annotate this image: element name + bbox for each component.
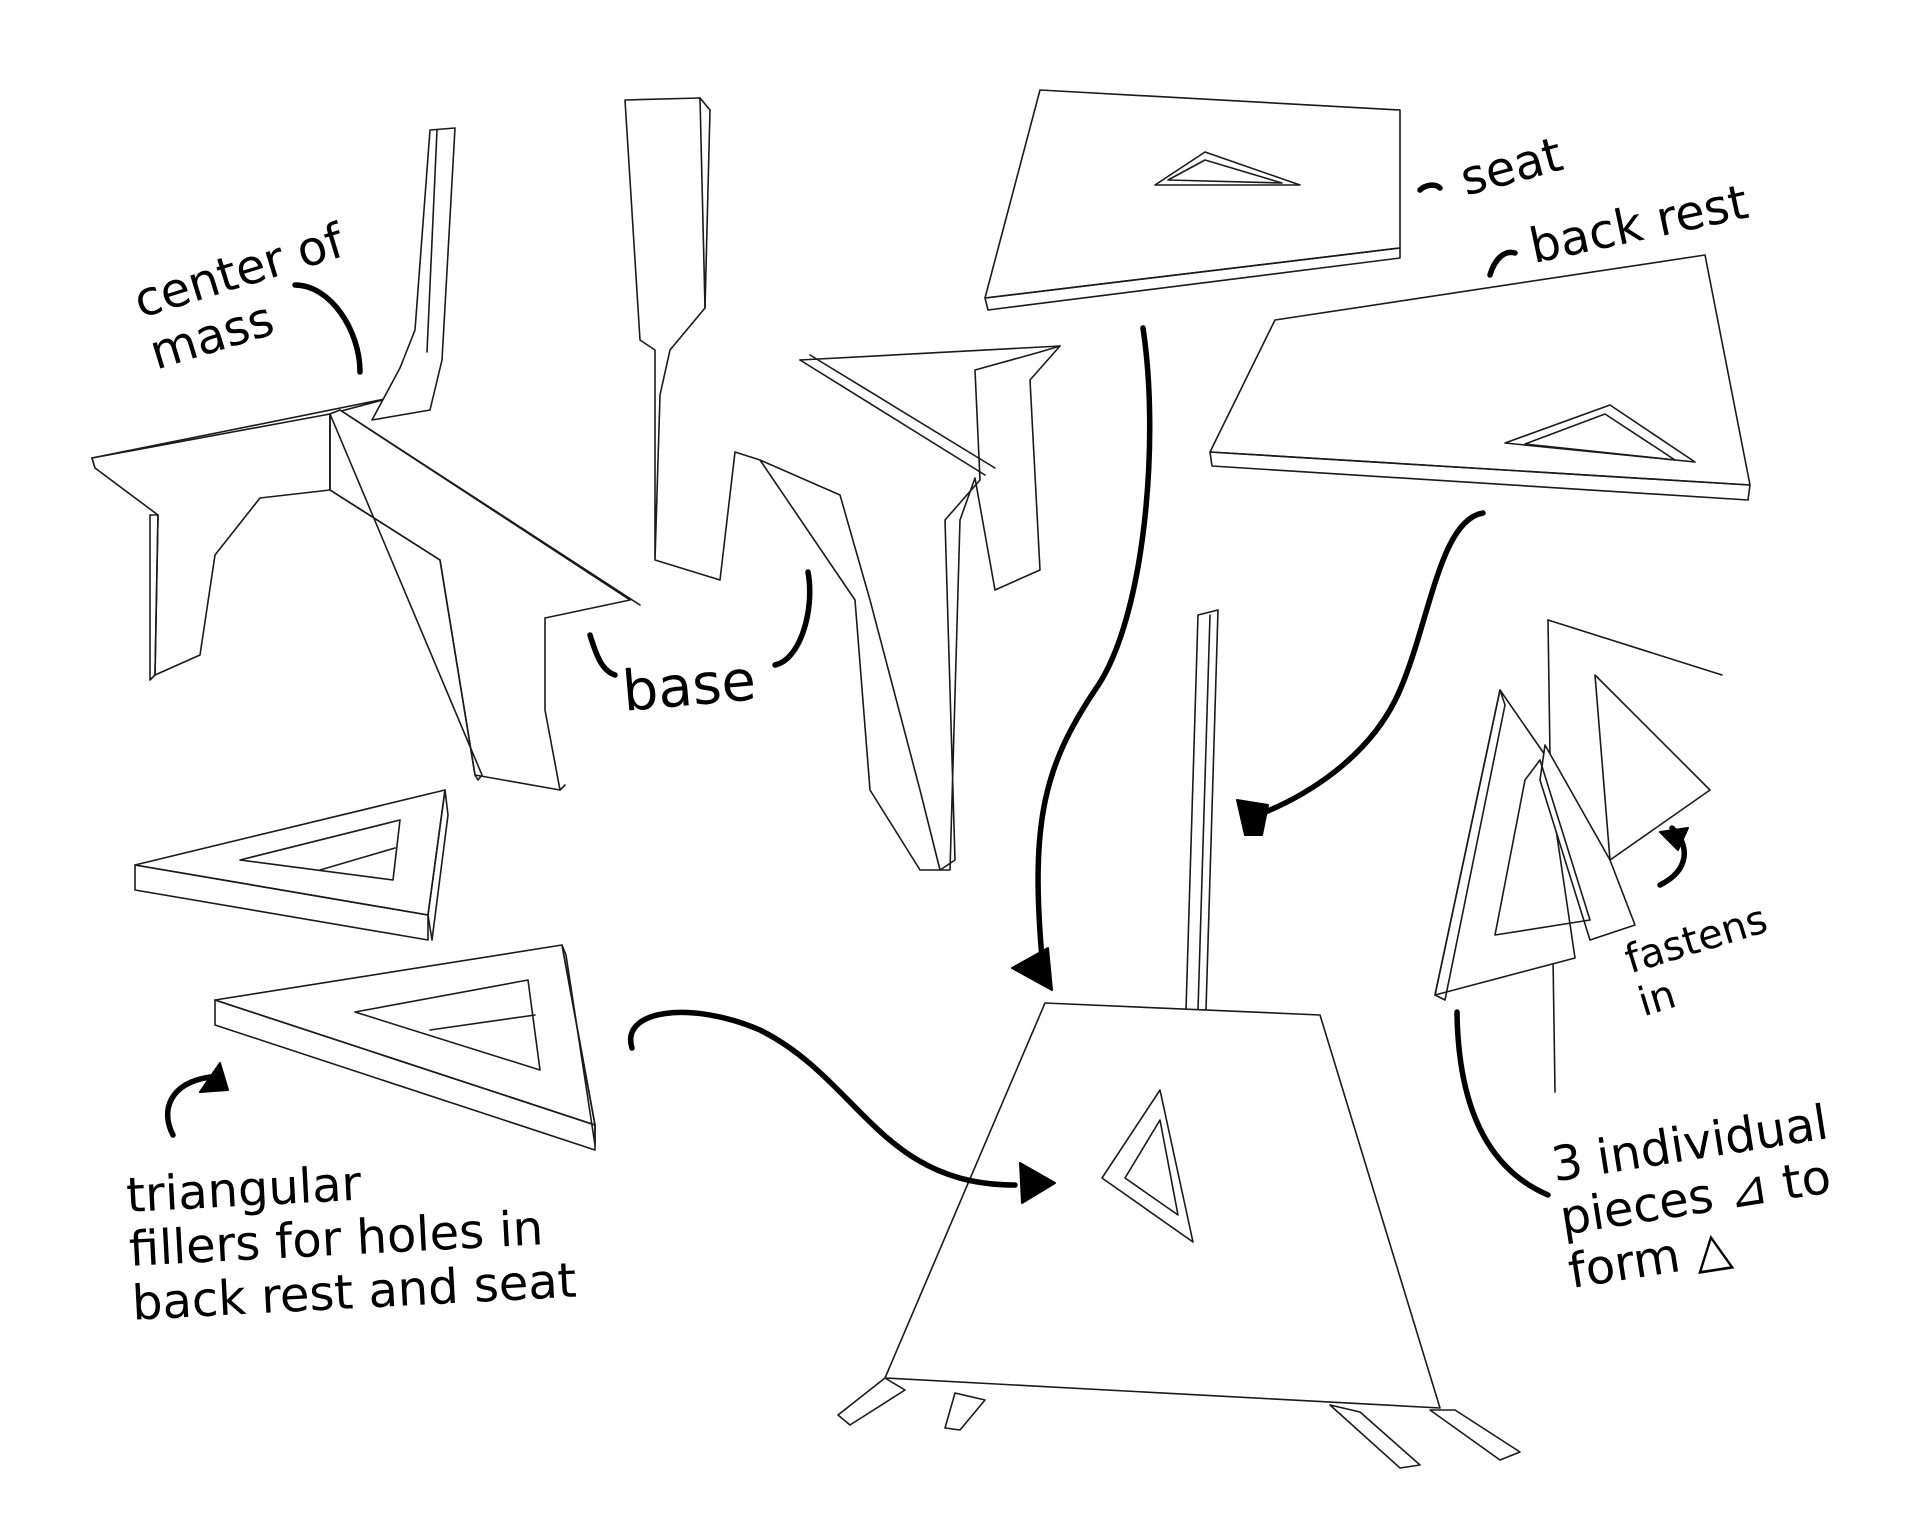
- back-rest-tick: [1487, 249, 1518, 278]
- base-right-tick: [772, 569, 813, 668]
- base-left-tick: [587, 632, 618, 678]
- label-base: base: [619, 648, 759, 725]
- seat-to-chair-arrow: [1035, 325, 1153, 961]
- filler-curl-arrow: [164, 1074, 213, 1138]
- base-piece-middle: [624, 97, 1061, 871]
- triangular-filler-bottom: [214, 944, 596, 1151]
- assembly-arrows: [164, 325, 1689, 1204]
- filler-curl-arrowhead: [199, 1062, 229, 1093]
- filler-arrowhead: [1019, 1162, 1056, 1204]
- seat-slab: [984, 89, 1401, 311]
- seat-arrowhead: [1011, 947, 1053, 991]
- backrest-arrowhead: [1236, 799, 1269, 836]
- center-of-mass-pointer: [292, 282, 363, 375]
- back-rest-slab: [1209, 254, 1751, 501]
- triangular-filler-top: [134, 789, 449, 941]
- triangle-assembly: [1434, 619, 1723, 1093]
- base-piece-left: [91, 127, 641, 791]
- filler-to-chair-arrow: [627, 1009, 1018, 1188]
- callout-strokes: [292, 182, 1551, 1198]
- three-pieces-pointer: [1454, 1009, 1551, 1198]
- assembled-chair: [837, 609, 1521, 1469]
- fastens-arrowhead: [1659, 827, 1689, 851]
- seat-tick: [1417, 182, 1443, 193]
- label-triangular-fillers: triangular fillers for holes in back res…: [124, 1155, 578, 1332]
- backrest-to-chair-arrow: [1247, 510, 1486, 821]
